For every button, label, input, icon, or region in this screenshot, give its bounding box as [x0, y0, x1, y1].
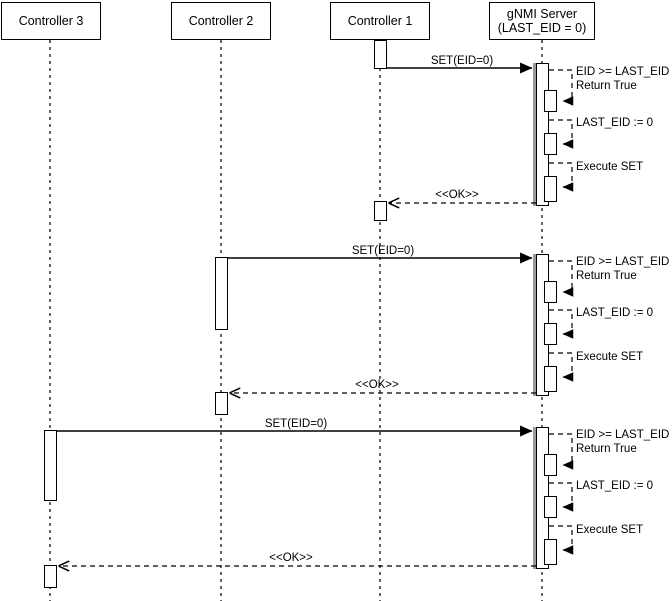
participant-box-gnmi: gNMI Server(LAST_EID = 0) — [489, 2, 595, 40]
activation-bar-gnmi-self-block-2-1 — [544, 323, 557, 345]
request-label-block-2: SET(EID=0) — [351, 245, 415, 257]
self-message-note-block-2-2: Execute SET — [576, 351, 643, 365]
lifeline-group — [49, 40, 543, 601]
self-message-label-line: Execute SET — [576, 161, 644, 173]
activation-shadow-group — [533, 63, 536, 569]
participant-label: gNMI Server — [506, 7, 578, 21]
self-message-label-line: LAST_EID := 0 — [576, 117, 654, 129]
activation-bar-gnmi-self-block-1-2 — [544, 176, 557, 202]
self-message-label-line: Return True — [576, 79, 637, 92]
activation-bar-gnmi-self-block-2-0 — [544, 281, 557, 303]
participant-sublabel: (LAST_EID = 0) — [497, 21, 587, 35]
participant-box-controller2: Controller 2 — [171, 2, 271, 40]
request-label-block-1: SET(EID=0) — [430, 55, 494, 67]
self-message-note-block-1-1: LAST_EID := 0 — [576, 117, 653, 131]
self-message-label-line: Execute SET — [576, 351, 644, 363]
activation-bar-gnmi-self-block-3-2 — [544, 539, 557, 565]
self-message-arrow-block-1-2 — [549, 162, 574, 192]
reply-label-block-3: <<OK>> — [269, 552, 313, 564]
self-message-label-line: LAST_EID := 0 — [576, 480, 654, 492]
self-message-label-line: Return True — [576, 269, 637, 282]
self-message-note-block-3-2: Execute SET — [576, 524, 643, 538]
activation-bar-gnmi-self-block-1-0 — [544, 90, 557, 112]
request-label-block-3: SET(EID=0) — [264, 418, 328, 430]
self-message-arrow-block-1-1 — [549, 119, 574, 149]
self-message-label-line: EID >= LAST_EID — [576, 256, 670, 268]
self-message-note-block-3-1: LAST_EID := 0 — [576, 480, 653, 494]
self-message-arrow-block-3-1 — [549, 482, 574, 512]
reply-label-block-2: <<OK>> — [355, 379, 399, 391]
activation-bar-controller2-return-block-2 — [215, 392, 228, 415]
self-message-note-block-2-1: LAST_EID := 0 — [576, 307, 653, 321]
self-message-arrow-block-2-1 — [549, 309, 574, 339]
activation-shadow-block-3 — [533, 427, 536, 569]
participant-box-controller3: Controller 3 — [1, 2, 101, 40]
self-message-label-line: EID >= LAST_EID — [576, 66, 670, 78]
activation-bar-gnmi-self-block-3-0 — [544, 454, 557, 476]
participant-label: Controller 1 — [347, 14, 413, 28]
activation-shadow-block-2 — [533, 254, 536, 396]
activation-bar-gnmi-self-block-1-1 — [544, 133, 557, 155]
participant-box-controller1: Controller 1 — [330, 2, 430, 40]
activation-shadow-block-1 — [533, 63, 536, 206]
activation-bar-controller1-return-block-1 — [374, 201, 387, 221]
message-arrow-group — [57, 62, 574, 566]
self-message-arrow-block-2-2 — [549, 352, 574, 382]
participant-label: Controller 2 — [188, 14, 254, 28]
self-message-label-line: LAST_EID := 0 — [576, 307, 654, 319]
self-message-arrow-block-1-0 — [549, 69, 574, 106]
participant-label: Controller 3 — [18, 14, 84, 28]
self-message-arrow-block-3-2 — [549, 525, 574, 555]
self-message-label-line: Return True — [576, 442, 637, 455]
self-message-arrow-block-2-0 — [549, 260, 574, 297]
self-message-arrow-block-3-0 — [549, 433, 574, 470]
self-message-note-block-1-2: Execute SET — [576, 161, 643, 175]
reply-label-block-1: <<OK>> — [435, 189, 479, 201]
activation-bar-gnmi-self-block-3-1 — [544, 496, 557, 518]
self-message-label-line: Execute SET — [576, 524, 644, 536]
activation-bar-controller2-block-2 — [215, 257, 228, 330]
activation-bar-controller3-return-block-3 — [44, 565, 57, 588]
activation-bar-controller3-block-3 — [44, 430, 57, 501]
activation-bar-gnmi-self-block-2-2 — [544, 366, 557, 392]
activation-bar-controller1-block-1 — [374, 40, 387, 69]
self-message-label-line: EID >= LAST_EID — [576, 429, 670, 441]
